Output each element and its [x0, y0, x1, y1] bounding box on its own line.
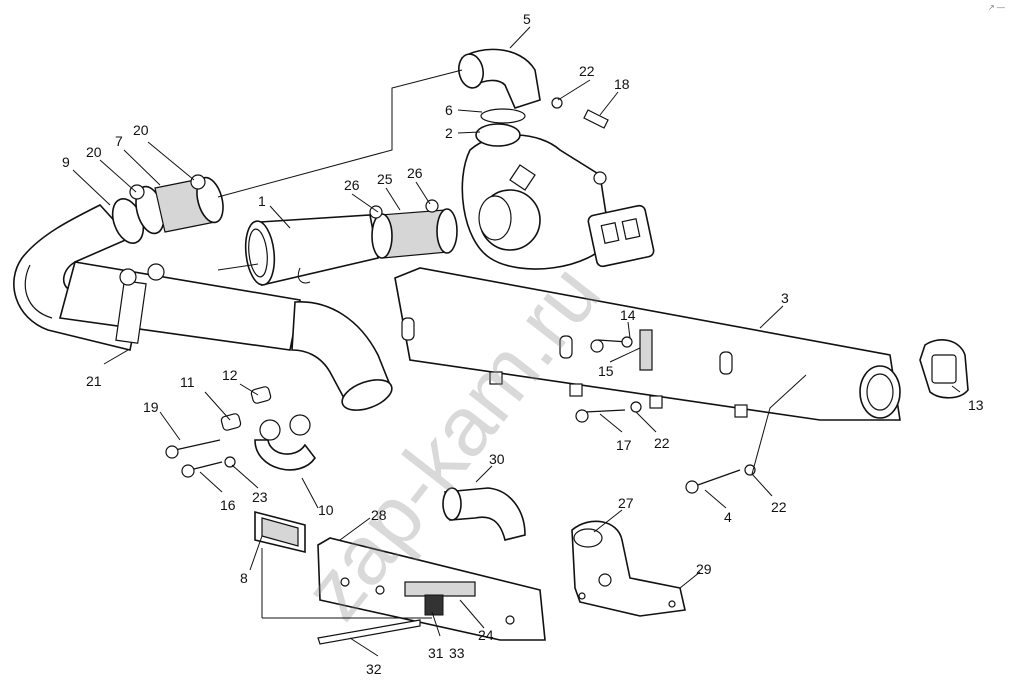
callout-14: 14 [620, 307, 636, 323]
callout-1: 1 [258, 193, 266, 209]
callout-11: 11 [180, 374, 195, 390]
manifold-studs [489, 371, 748, 418]
pipe-30 [442, 487, 526, 541]
turbocharger-2 [461, 123, 655, 270]
callout-13: 13 [968, 397, 984, 413]
callout-labels: 1 2 3 4 5 6 7 8 9 10 11 12 13 14 15 16 1… [62, 11, 984, 677]
callout-24: 24 [478, 627, 494, 643]
callout-30: 30 [489, 451, 505, 467]
cone-pipe-1 [244, 214, 379, 287]
elbow-27 [571, 520, 686, 617]
callout-25: 25 [377, 171, 393, 187]
callout-22a: 22 [579, 63, 595, 79]
manifold-28 [317, 537, 546, 641]
callout-22b: 22 [654, 435, 670, 451]
callout-19: 19 [143, 399, 159, 415]
callout-20a: 20 [133, 122, 149, 138]
callout-6: 6 [445, 102, 453, 118]
callout-23: 23 [252, 489, 268, 505]
callout-3: 3 [781, 290, 789, 306]
callout-9: 9 [62, 154, 70, 170]
callout-29: 29 [696, 561, 712, 577]
callout-27: 27 [618, 495, 634, 511]
callout-32: 32 [366, 661, 382, 677]
callout-2: 2 [445, 125, 453, 141]
callout-28: 28 [371, 507, 387, 523]
callout-31: 31 [428, 645, 444, 661]
callout-26b: 26 [407, 165, 423, 181]
callout-4: 4 [724, 509, 732, 525]
callout-8: 8 [240, 570, 248, 586]
callout-21: 21 [86, 373, 102, 389]
callout-26a: 26 [344, 177, 360, 193]
callout-5: 5 [523, 11, 531, 27]
callout-22c: 22 [771, 499, 787, 515]
clamp-10-spacers [220, 386, 316, 471]
callout-15: 15 [598, 363, 614, 379]
callout-20b: 20 [86, 144, 102, 160]
callout-18: 18 [614, 76, 630, 92]
gasket-13 [919, 339, 969, 399]
parts-drawing [13, 48, 969, 645]
corner-mark: ↗ — [988, 3, 1005, 12]
exhaust-manifold-3 [394, 267, 901, 421]
bracket-8 [254, 510, 306, 554]
callout-17: 17 [616, 437, 632, 453]
callout-7: 7 [115, 133, 123, 149]
callout-10: 10 [318, 502, 334, 518]
bolts-washers [165, 336, 756, 494]
elbow-5 [458, 48, 609, 129]
sleeve-7-clamps-20 [129, 174, 224, 235]
long-pipe-21 [58, 261, 393, 411]
callout-16: 16 [220, 497, 236, 513]
callout-33: 33 [449, 645, 465, 661]
sleeve-25-clamps-26 [369, 199, 458, 259]
rod-32 [317, 619, 421, 645]
callout-12: 12 [222, 367, 238, 383]
leader-lines [72, 26, 961, 657]
